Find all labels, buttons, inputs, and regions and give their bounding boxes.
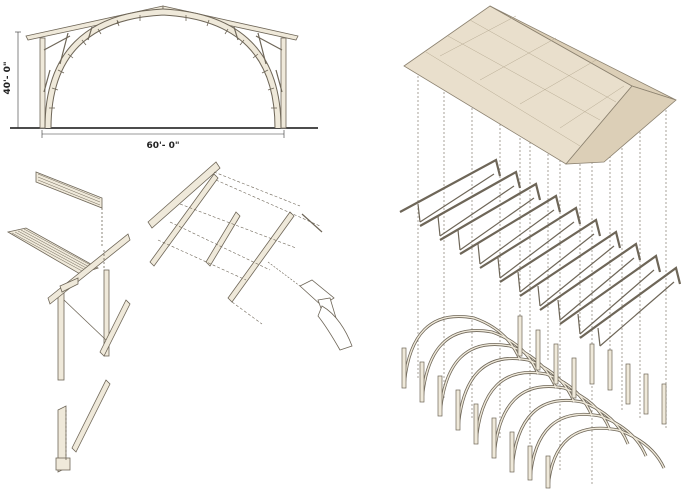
power-drill-icon [267,261,353,351]
arch-rib-9 [546,426,666,489]
exploded-axonometric-view [399,5,682,489]
roof-panel-detail [35,171,103,248]
arch-segment-detail [99,299,131,357]
truss-8 [539,242,642,321]
arch-ribs-highlight [403,315,665,489]
truss-7 [519,230,622,307]
main-arch-fill [45,9,281,129]
left-post [39,37,46,129]
truss-5 [479,206,582,279]
truss-4 [459,194,562,265]
width-dimension-label: 60'- 0" [146,141,179,151]
roof-shell [403,5,677,165]
arch-struts [43,20,283,93]
arch-segment-joints [49,15,277,109]
detail-post [57,289,65,381]
truss-9 [559,254,662,335]
rafter-assembly-detail [147,161,323,325]
truss-1 [399,158,502,223]
right-post [280,37,287,129]
truss-10 [579,266,682,347]
column-posts [401,315,667,489]
main-arch [44,8,282,129]
truss-2 [419,170,522,237]
detail-beam [47,233,131,305]
corrugated-roof-detail [6,227,99,275]
assembly-detail-drawings [6,161,353,473]
truss-6 [499,218,602,293]
barn-elevation-drawing: 40'- 0" 60'- 0" [3,5,318,151]
roof-trusses [399,158,682,347]
height-dimension-label: 40'- 0" [3,61,13,94]
truss-3 [439,182,542,251]
